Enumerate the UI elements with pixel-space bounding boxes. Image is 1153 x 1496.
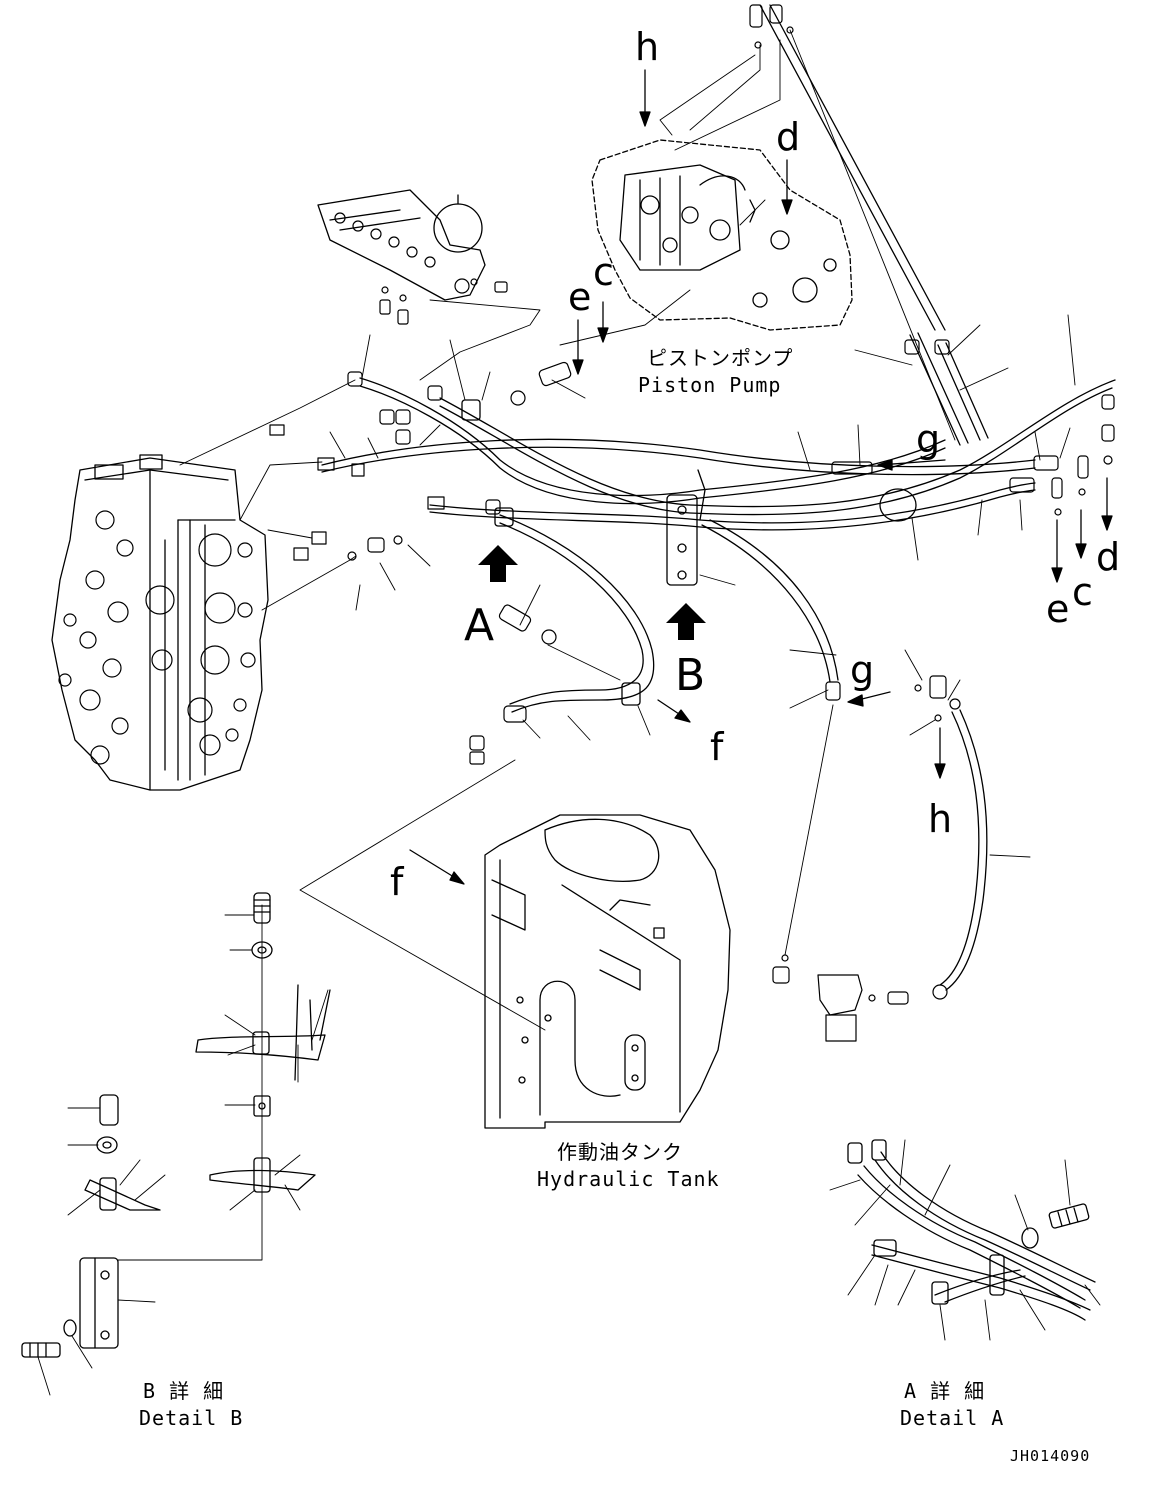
detail-b [21, 892, 331, 1396]
connection-arrows [409, 69, 1113, 885]
letter-c-right: c [1072, 570, 1093, 614]
letter-c-top: c [593, 250, 614, 294]
detail-a-label-jp: A 詳 細 [904, 1379, 985, 1403]
leader-lines [117, 29, 1076, 1261]
detail-a [829, 1139, 1101, 1341]
letter-h-bottom: h [928, 797, 952, 841]
detail-b-label-en: Detail B [139, 1406, 243, 1430]
drawing-code: JH014090 [1010, 1447, 1090, 1465]
piston-pump-label-en: Piston Pump [638, 373, 781, 397]
letter-d-right: d [1096, 535, 1120, 579]
hydraulic-tank-label-jp: 作動油タンク [557, 1140, 683, 1164]
hydraulic-tank [484, 814, 731, 1129]
detail-a-label-en: Detail A [900, 1406, 1004, 1430]
piston-pump [591, 139, 853, 331]
hydraulic-tank-label-en: Hydraulic Tank [537, 1167, 720, 1191]
view-arrow-b [666, 603, 706, 640]
letter-g-lower: g [850, 648, 874, 692]
view-arrow-a [478, 545, 518, 582]
letter-d-top: d [776, 115, 800, 159]
letter-g-upper: g [916, 417, 940, 461]
view-label-b: B [675, 650, 705, 701]
letter-e-right: e [1046, 587, 1069, 631]
clamps [461, 399, 706, 706]
detail-b-label-jp: B 詳 細 [143, 1379, 224, 1403]
letter-h-top: h [635, 25, 659, 69]
letter-f-right: f [710, 725, 725, 769]
letter-f-tank: f [390, 860, 405, 904]
hose-bundle [321, 4, 1116, 991]
solenoid-valve-block [317, 189, 486, 301]
piston-pump-label-jp: ピストンポンプ [647, 346, 793, 370]
letter-e-top: e [568, 275, 591, 319]
control-valve [51, 454, 269, 791]
view-label-a: A [464, 600, 494, 651]
